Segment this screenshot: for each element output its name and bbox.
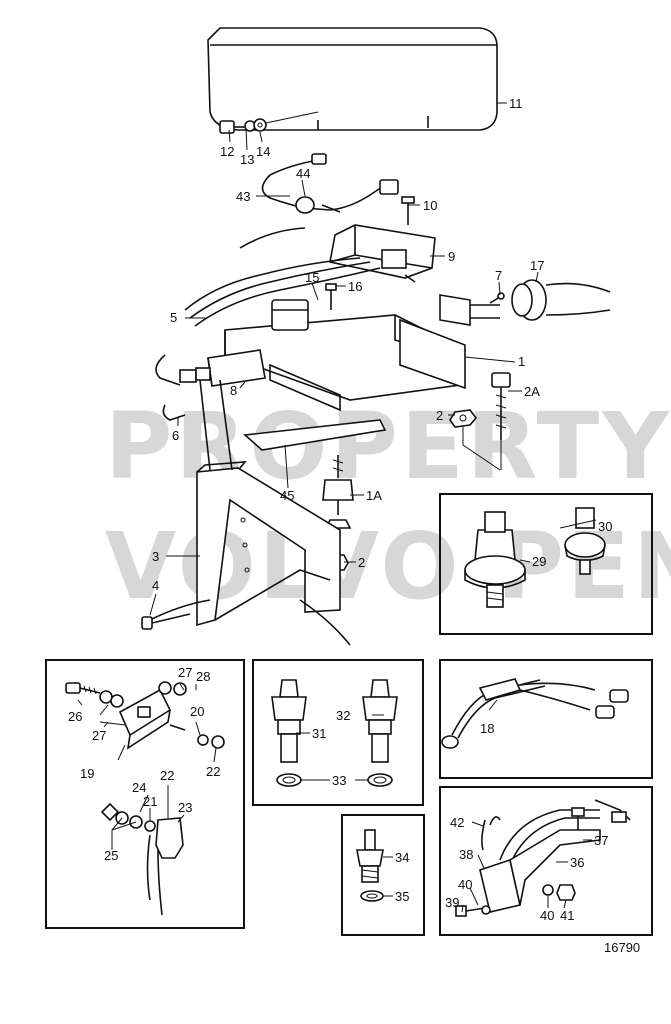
- callout-29: 29: [532, 554, 546, 569]
- callout-1: 1: [518, 354, 525, 369]
- control-module-8: [179, 349, 266, 387]
- watermark-line-1: PROPERTY OF: [105, 393, 671, 500]
- callout-28: 28: [196, 669, 210, 684]
- sender-34: [356, 829, 384, 902]
- switch-assembly: [65, 681, 225, 916]
- callout-6: 6: [172, 428, 179, 443]
- screw-16: [325, 283, 337, 310]
- callout-32: 32: [336, 708, 350, 723]
- callout-10: 10: [423, 198, 437, 213]
- callout-13: 13: [240, 152, 254, 167]
- temp-sensor-32: [362, 679, 398, 763]
- harness-bundle: [155, 227, 381, 386]
- callout-3: 3: [152, 549, 159, 564]
- callout-22-lower: 22: [160, 768, 174, 783]
- callout-30: 30: [598, 519, 612, 534]
- callout-27-lower: 27: [92, 728, 106, 743]
- wiring-harness-43: [261, 153, 399, 214]
- rubber-mount: [322, 455, 354, 529]
- callout-33: 33: [332, 773, 346, 788]
- callout-23: 23: [178, 800, 192, 815]
- callout-37: 37: [594, 833, 608, 848]
- callout-39: 39: [445, 895, 459, 910]
- cable-clip: [162, 404, 186, 421]
- callout-4: 4: [152, 578, 159, 593]
- callout-31: 31: [312, 726, 326, 741]
- callout-24: 24: [132, 780, 146, 795]
- leader-lines: [77, 102, 597, 913]
- callout-labels: 11 12 13 14 44 43 10 9 7 17 15 16 5 1 8 …: [68, 96, 640, 955]
- callout-14: 14: [256, 144, 270, 159]
- callout-9: 9: [448, 249, 455, 264]
- callout-43: 43: [236, 189, 250, 204]
- bolt-2A: [491, 372, 511, 440]
- callout-17: 17: [530, 258, 544, 273]
- screw-washer-set: [219, 111, 319, 134]
- screw-7: [489, 292, 505, 304]
- callout-12: 12: [220, 144, 234, 159]
- callout-36: 36: [570, 855, 584, 870]
- callout-7: 7: [495, 268, 502, 283]
- sealing-washers-33: [276, 773, 393, 787]
- sensor-bracket-assembly: [455, 799, 631, 917]
- callout-22-right: 22: [206, 764, 220, 779]
- round-connector: [439, 279, 611, 326]
- detail-box-temp-sensors: [252, 659, 424, 806]
- assembly-line: [462, 427, 502, 471]
- sensor-cable-18: [441, 678, 629, 749]
- callout-27-upper: 27: [178, 665, 192, 680]
- callout-8: 8: [230, 383, 237, 398]
- detail-box-sensor-bracket: [439, 786, 653, 936]
- callout-15: 15: [305, 270, 319, 285]
- callout-20: 20: [190, 704, 204, 719]
- nut-2: [449, 409, 478, 428]
- callout-5: 5: [170, 310, 177, 325]
- callout-18: 18: [480, 721, 494, 736]
- callout-2-lower: 2: [358, 555, 365, 570]
- callout-26: 26: [68, 709, 82, 724]
- callout-19: 19: [80, 766, 94, 781]
- callout-2-upper: 2: [436, 408, 443, 423]
- drawing-number: 16790: [604, 940, 640, 955]
- callout-38: 38: [459, 847, 473, 862]
- detail-box-sensors: [439, 493, 653, 635]
- callout-44: 44: [296, 166, 310, 181]
- callout-40-left: 40: [458, 877, 472, 892]
- callout-40-right: 40: [540, 908, 554, 923]
- callout-45: 45: [280, 488, 294, 503]
- strap: [243, 419, 387, 451]
- callout-41: 41: [560, 908, 574, 923]
- callout-21: 21: [143, 794, 157, 809]
- callout-35: 35: [395, 889, 409, 904]
- detail-box-switch: [45, 659, 245, 929]
- relay: [271, 299, 309, 331]
- callout-25: 25: [104, 848, 118, 863]
- callout-34: 34: [395, 850, 409, 865]
- callout-42: 42: [450, 815, 464, 830]
- callout-11: 11: [509, 96, 523, 111]
- cover-part: [207, 27, 498, 131]
- screw-10: [401, 196, 415, 225]
- callout-2A: 2A: [524, 384, 540, 399]
- bolt-4: [141, 613, 191, 630]
- pressure-sensor-29: [464, 511, 526, 608]
- temp-sensor-31: [271, 679, 307, 763]
- callout-1A: 1A: [366, 488, 382, 503]
- control-unit: [329, 224, 436, 283]
- detail-box-cable: [439, 659, 653, 779]
- detail-box-sender: [341, 814, 425, 936]
- callout-16: 16: [348, 279, 362, 294]
- support-bracket: [149, 379, 351, 646]
